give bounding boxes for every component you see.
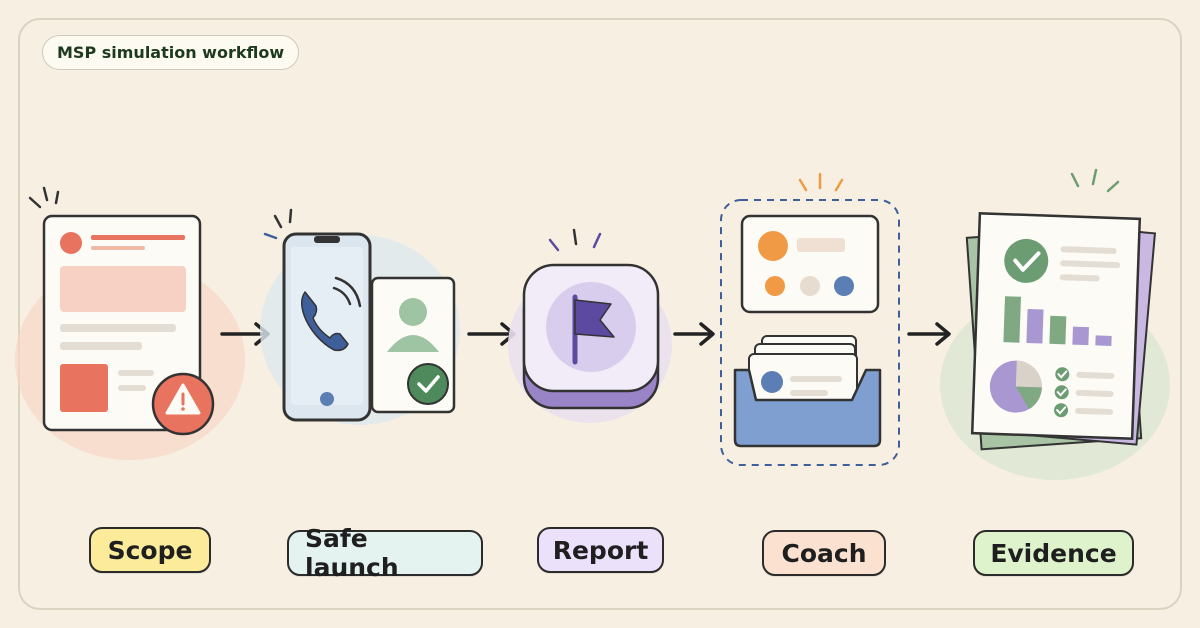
diagram-frame <box>18 18 1182 610</box>
step-label-report: Report <box>537 527 664 573</box>
arrow-icon <box>907 322 951 346</box>
coach-tray-icon <box>720 172 900 466</box>
step-label-coach: Coach <box>762 530 886 576</box>
step-label-evidence: Evidence <box>973 530 1134 576</box>
phone-icon <box>260 208 460 425</box>
arrow-icon <box>467 322 516 346</box>
step-label-safe-launch: Safe launch <box>287 524 483 582</box>
step-label-scope: Scope <box>89 527 211 573</box>
evidence-report-icon <box>940 168 1170 480</box>
arrow-icon <box>673 322 715 346</box>
scope-document-icon <box>15 186 245 460</box>
report-flag-icon <box>508 228 672 423</box>
diagram-title: MSP simulation workflow <box>42 35 300 70</box>
